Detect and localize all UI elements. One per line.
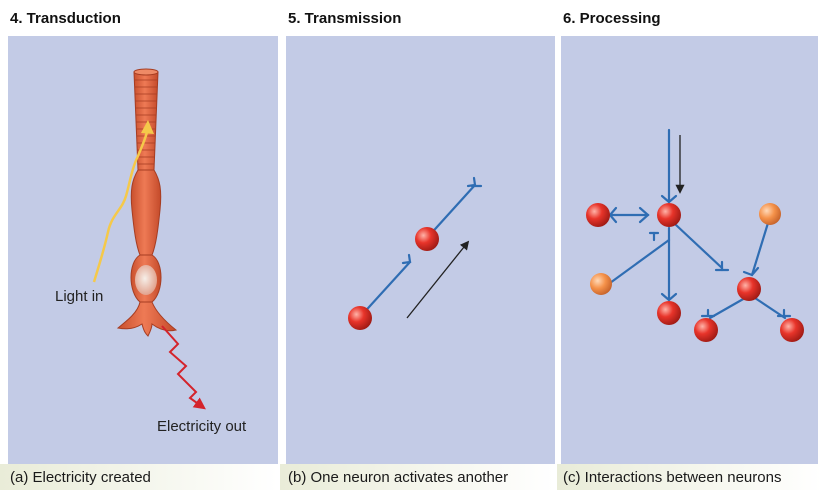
label-light-in: Light in — [55, 288, 104, 305]
caption-bar-b — [280, 464, 555, 490]
neuron-bottom — [657, 301, 681, 325]
panel-title-processing: 6. Processing — [563, 10, 661, 27]
panel-processing — [561, 36, 818, 464]
neuron-left — [586, 203, 610, 227]
electricity-zigzag — [161, 325, 206, 410]
caption-a: (a) Electricity created — [10, 469, 151, 486]
light-arrowhead — [141, 120, 154, 134]
caption-bar-c — [557, 464, 822, 490]
caption-bar-a — [0, 464, 278, 490]
caption-c: (c) Interactions between neurons — [563, 469, 782, 486]
neuron-orange-right — [759, 203, 781, 225]
neuron-orange-left — [590, 273, 612, 295]
neuron-right-cluster — [737, 277, 761, 301]
neuron-bottom-mid — [694, 318, 718, 342]
neuron-bottom-right — [780, 318, 804, 342]
light-ray — [92, 127, 150, 283]
transmission-direction-arrow — [406, 240, 470, 319]
neuron-receiver — [415, 227, 439, 251]
panel-transmission — [286, 36, 555, 464]
neuron-center — [657, 203, 681, 227]
neuron-sender — [348, 306, 372, 330]
transmission-axons — [358, 176, 483, 319]
processing-axons — [606, 128, 792, 320]
panel-title-transduction: 4. Transduction — [10, 10, 121, 27]
caption-b: (b) One neuron activates another — [288, 469, 509, 486]
receptor-cell — [116, 68, 178, 337]
label-electricity-out: Electricity out — [157, 418, 247, 435]
panel-title-transmission: 5. Transmission — [288, 10, 402, 27]
